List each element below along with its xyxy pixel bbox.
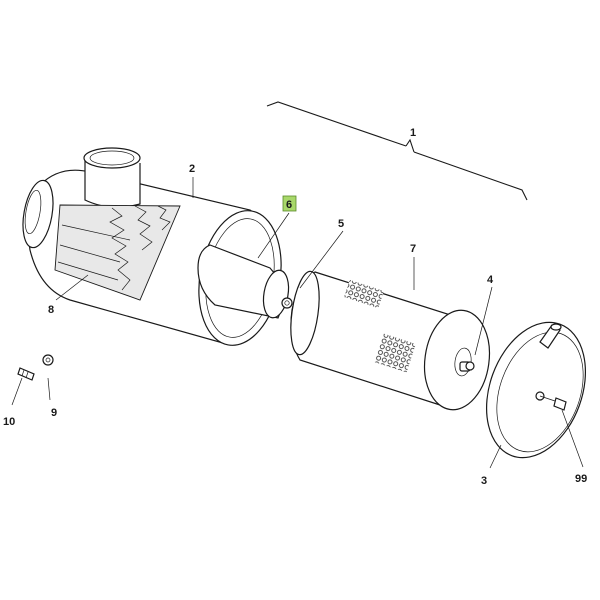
callout-9[interactable]: 9 <box>51 407 57 419</box>
dust-valve-nozzle <box>539 323 567 411</box>
callout-6[interactable]: 6 <box>286 199 292 211</box>
callout-2[interactable]: 2 <box>189 163 195 175</box>
end-cap <box>485 321 587 459</box>
screw-part-10 <box>17 367 35 381</box>
callout-3[interactable]: 3 <box>481 475 487 487</box>
valve-stem-part-4 <box>459 361 475 372</box>
callout-labels: 1 2 6 5 7 4 8 9 10 3 99 <box>3 127 587 487</box>
callout-4[interactable]: 4 <box>487 274 494 286</box>
assembly-bracket <box>266 101 528 201</box>
callout-6-highlight <box>282 195 297 212</box>
inlet-pipe <box>83 147 141 208</box>
nut-part-5 <box>281 297 293 309</box>
callout-7[interactable]: 7 <box>410 243 416 255</box>
leader-lines <box>11 177 584 469</box>
callout-5[interactable]: 5 <box>338 218 344 230</box>
inner-mesh-filter <box>197 244 290 319</box>
callout-8[interactable]: 8 <box>48 304 54 316</box>
callout-1[interactable]: 1 <box>410 127 416 139</box>
washer-part-9 <box>42 354 54 366</box>
callout-10[interactable]: 10 <box>3 416 15 428</box>
callout-99[interactable]: 99 <box>575 473 587 485</box>
outer-filter-cartridge <box>290 270 491 411</box>
